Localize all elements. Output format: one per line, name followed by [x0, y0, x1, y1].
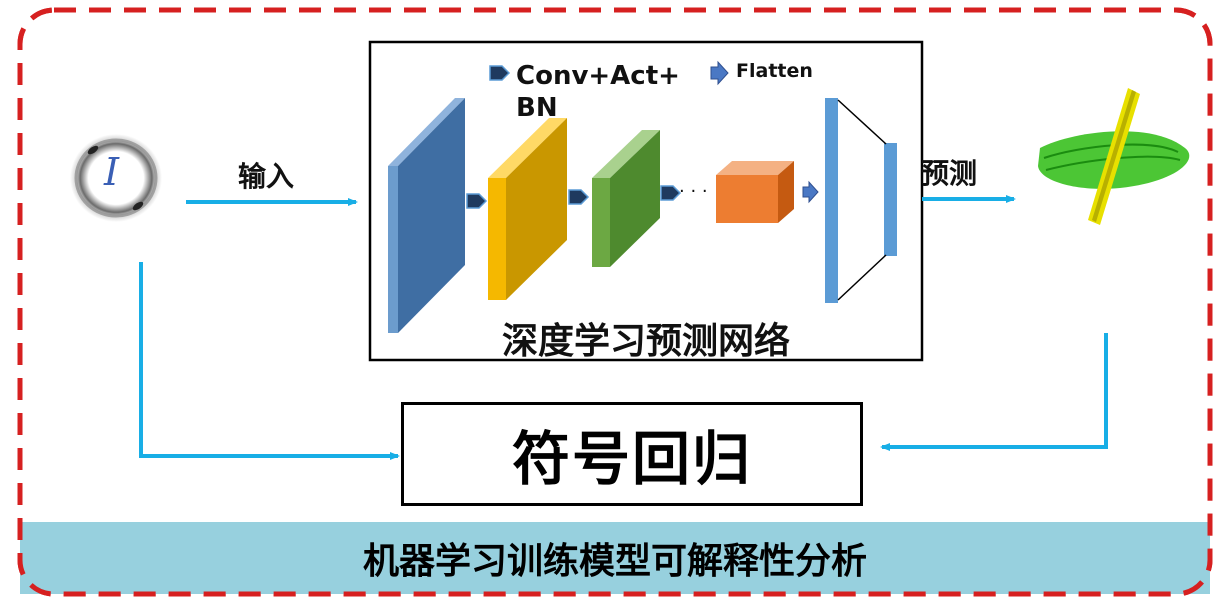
banner-label: 机器学习训练模型可解释性分析	[362, 541, 867, 582]
conv-layer-4	[716, 161, 794, 223]
input-symbol: I	[104, 150, 120, 194]
layer-ellipsis: · · ·	[679, 181, 708, 202]
predict-label: 预测	[921, 157, 978, 190]
input-to-regression-line	[139, 262, 400, 460]
network-title: 深度学习预测网络	[501, 321, 790, 362]
legend-conv-label: Conv+Act+BN	[516, 61, 680, 123]
flatten-bar	[825, 98, 838, 303]
symbolic-regression-label: 符号回归	[511, 425, 752, 493]
legend-flatten-label: Flatten	[736, 60, 813, 82]
prediction-image	[1038, 88, 1190, 225]
interpretability-banner: 机器学习训练模型可解释性分析	[20, 522, 1210, 594]
input-label: 输入	[238, 160, 295, 193]
dense-bar	[884, 143, 897, 256]
symbolic-regression-box: 符号回归	[401, 402, 863, 506]
